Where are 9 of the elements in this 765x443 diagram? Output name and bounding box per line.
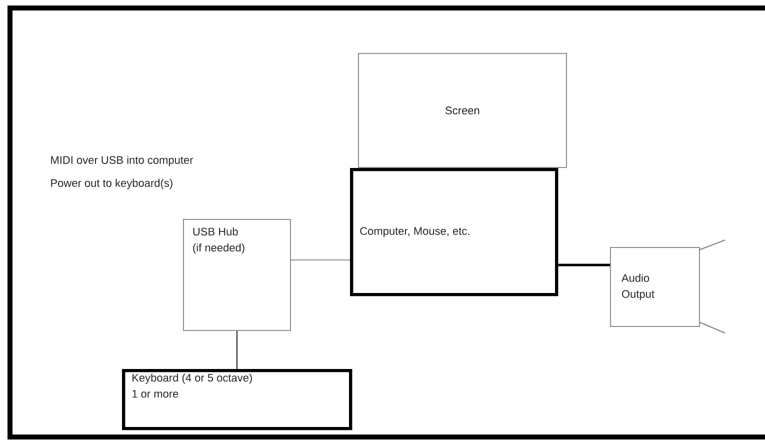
audio-output-box: Audio Output [610,247,700,327]
keyboard-box: Keyboard (4 or 5 octave) 1 or more [122,368,352,430]
connector-line [236,330,238,370]
note-text: MIDI over USB into computer [51,156,194,166]
hub-box: USB Hub (if needed) [183,218,291,331]
computer-box: Computer, Mouse, etc. [350,168,558,296]
screen-box: Screen [358,52,567,168]
connector-line [558,264,610,266]
note-text: Power out to keyboard(s) [51,178,172,190]
